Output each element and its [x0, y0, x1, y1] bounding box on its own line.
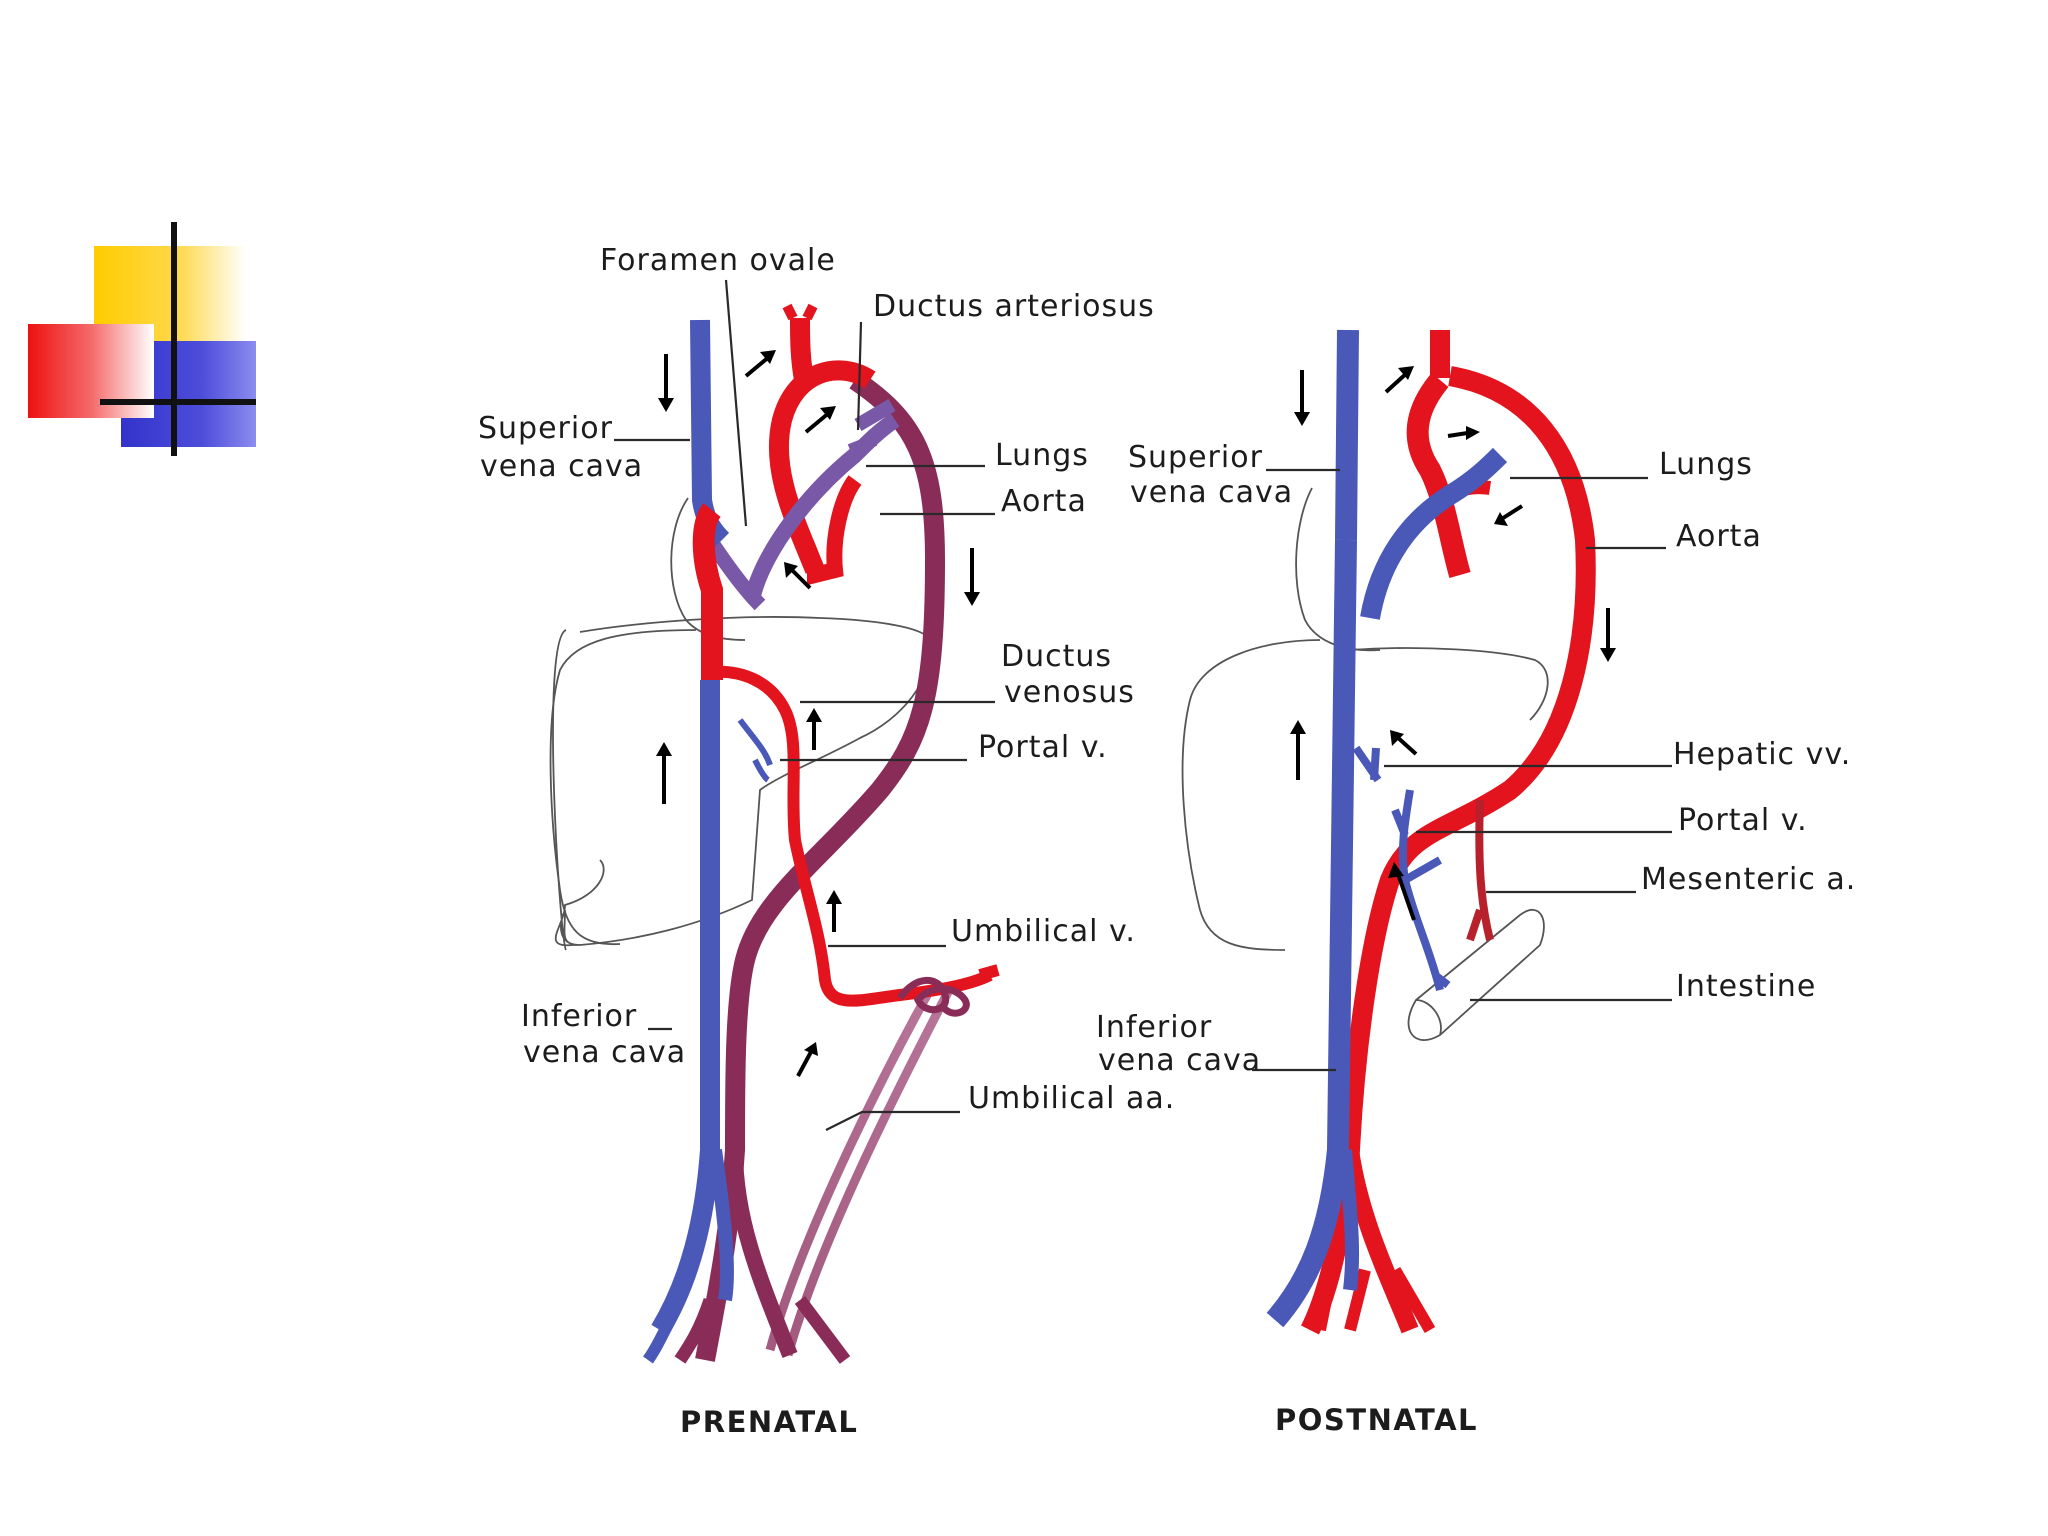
label-umbilical-aa: Umbilical aa.: [968, 1081, 1175, 1116]
postnatal-aorta-right-iliac: [1341, 1148, 1419, 1334]
prenatal-caption: PRENATAL: [680, 1405, 858, 1439]
prenatal-portal-vein: [737, 718, 773, 783]
arrow-down-icon: [1600, 608, 1616, 662]
prenatal-ivc-left-branch: [643, 1317, 676, 1364]
prenatal-right-atrium: [692, 503, 723, 680]
postnatal-portal-vein: [1391, 789, 1451, 991]
postnatal-flow-arrows: [1290, 366, 1616, 921]
arrow-down-icon: [1294, 370, 1310, 426]
prenatal-pulmonary-ventricle: [787, 475, 862, 586]
prenatal-pulmonary-branch: [847, 434, 878, 456]
label-ductus-venosus-line1: Ductus: [1001, 639, 1112, 674]
prenatal-ivc-right-iliac: [708, 1149, 734, 1302]
prenatal-liver-outline: [552, 616, 932, 951]
prenatal-organ-outlines: [549, 497, 932, 951]
postnatal-aorta-iliac-branches: [1314, 1266, 1436, 1334]
label-portal-v: Portal v.: [978, 730, 1108, 765]
label-umbilical-v: Umbilical v.: [951, 914, 1136, 949]
slide-logo: [28, 222, 256, 456]
prenatal-ductus-arteriosus: [854, 398, 896, 432]
postnatal-hepatic-veins: [1352, 745, 1382, 783]
label-inferior-vena-cava-line2: vena cava: [523, 1035, 686, 1070]
prenatal-right-atrium-to-pa: [703, 535, 766, 611]
postnatal-liver-outline: [1181, 639, 1549, 951]
label-aorta: Aorta: [1676, 519, 1762, 554]
arrow-down-icon: [658, 354, 674, 412]
arrow-up-left-icon: [1390, 730, 1418, 756]
prenatal-common-iliac-right: [727, 1149, 798, 1358]
label-superior-vena-cava-line2: vena cava: [480, 449, 643, 484]
prenatal-pulmonary-trunk: [744, 413, 900, 602]
arrow-up-icon: [1290, 720, 1306, 780]
arrow-right-icon: [1447, 426, 1480, 440]
label-ductus-arteriosus: Ductus arteriosus: [873, 289, 1155, 324]
postnatal-inferior-vena-cava: [1266, 539, 1357, 1328]
prenatal-arch-vessel: [790, 317, 815, 387]
prenatal-labels: Foramen ovale Ductus arteriosus Superior…: [478, 243, 1175, 1439]
prenatal-flow-arrows: [656, 350, 980, 1077]
arrow-up-right-icon: [744, 350, 776, 378]
arrow-up-right-icon: [804, 406, 836, 434]
postnatal-diagram: Superior vena cava Lungs Aorta Hepatic v…: [1096, 329, 1856, 1437]
label-inferior-vena-cava-line1: Inferior: [1096, 1010, 1212, 1045]
prenatal-leader-lines: [614, 279, 995, 1131]
label-portal-v: Portal v.: [1678, 803, 1808, 838]
postnatal-mesenteric-artery: [1466, 799, 1494, 942]
label-foramen-ovale: Foramen ovale: [600, 243, 836, 278]
label-intestine: Intestine: [1676, 969, 1816, 1004]
arrow-up-left-icon: [784, 562, 812, 590]
label-superior-vena-cava-line2: vena cava: [1130, 475, 1293, 510]
prenatal-umbilical-artery-1: [765, 987, 934, 1352]
prenatal-iliac-left-branch: [674, 1297, 717, 1364]
prenatal-umbilical-vein-end: [978, 964, 1000, 981]
arrow-down-icon: [964, 548, 980, 606]
postnatal-intestine: [1407, 908, 1545, 1041]
label-lungs: Lungs: [995, 438, 1089, 473]
prenatal-arch-vessel-tip: [782, 303, 818, 321]
arrow-up-left-icon: [1388, 862, 1416, 921]
arrow-down-left-icon: [1494, 504, 1524, 526]
label-mesenteric-a: Mesenteric a.: [1641, 862, 1856, 897]
prenatal-umbilical-coil: [897, 976, 970, 1017]
postnatal-caption: POSTNATAL: [1275, 1403, 1478, 1437]
label-superior-vena-cava-line1: Superior: [1128, 440, 1263, 475]
postnatal-labels: Superior vena cava Lungs Aorta Hepatic v…: [1096, 440, 1856, 1437]
label-lungs: Lungs: [1659, 447, 1753, 482]
arrow-up-right-icon: [796, 1042, 818, 1077]
label-hepatic-vv: Hepatic vv.: [1673, 737, 1851, 772]
prenatal-ascending-aorta: [768, 360, 876, 574]
prenatal-diagram: Foramen ovale Ductus arteriosus Superior…: [478, 243, 1175, 1439]
prenatal-inferior-vena-cava: [651, 680, 720, 1336]
arrow-up-icon: [656, 742, 672, 804]
label-aorta: Aorta: [1001, 484, 1087, 519]
label-inferior-vena-cava-line2: vena cava: [1098, 1043, 1261, 1078]
label-inferior-vena-cava-line1: Inferior: [521, 999, 637, 1034]
postnatal-ascending-aorta: [1406, 372, 1471, 579]
arrow-up-icon: [806, 708, 822, 750]
postnatal-pulmonary-artery: [1360, 447, 1508, 620]
prenatal-iliac-right-branch: [794, 1296, 851, 1364]
arrow-up-icon: [826, 890, 842, 932]
prenatal-liver-left-edge: [549, 629, 697, 945]
postnatal-superior-vena-cava: [1335, 329, 1359, 541]
arrow-up-right-icon: [1384, 366, 1414, 394]
label-ductus-venosus-line2: venosus: [1004, 675, 1135, 710]
label-superior-vena-cava-line1: Superior: [478, 411, 613, 446]
postnatal-ivc-right-iliac: [1338, 1149, 1360, 1291]
postnatal-leader-lines: [1252, 468, 1672, 1072]
